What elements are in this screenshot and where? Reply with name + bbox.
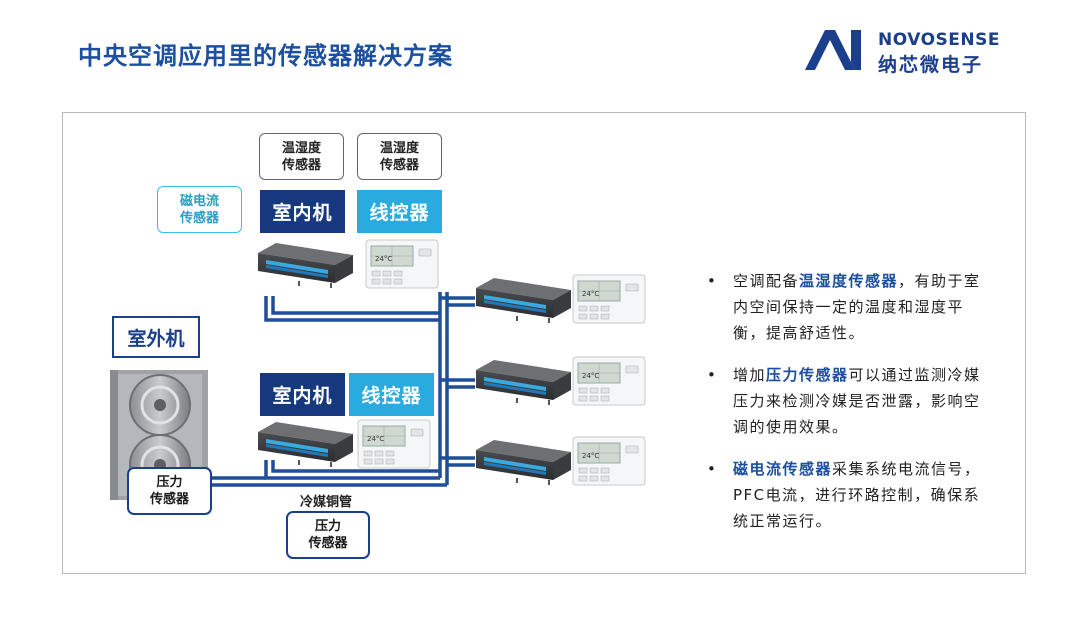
bullet-text: 可以通过监测冷媒压力来检测冷媒是否泄露，影响空调的使用效果。: [733, 366, 981, 436]
novosense-logo: NOVOSENSE 纳芯微电子: [803, 28, 1013, 76]
description-list: • 空调配备温湿度传感器，有助于室内空间保持一定的温度和湿度平衡，提高舒适性。 •…: [705, 268, 990, 550]
bullet-temp-humidity: • 空调配备温湿度传感器，有助于室内空间保持一定的温度和湿度平衡，提高舒适性。: [705, 268, 990, 346]
wire-controller-image-top: [365, 239, 439, 289]
bullet-text: 采集系统电流信号，PFC电流，进行环路控制，确保系统正常运行。: [733, 460, 981, 530]
pressure-sensor-label-outdoor: 压力 传感器: [127, 467, 212, 515]
bullet-highlight: 温湿度传感器: [799, 272, 899, 290]
bullet-dot-icon: •: [707, 366, 718, 384]
wire-controller-image-right-3: [572, 436, 646, 486]
controller-display-temp: 24°C: [582, 452, 599, 460]
bullet-pressure: • 增加压力传感器可以通过监测冷媒压力来检测冷媒是否泄露，影响空调的使用效果。: [705, 362, 990, 440]
indoor-unit-image-right-3: [476, 440, 571, 485]
logo-text-en: NOVOSENSE: [878, 30, 1000, 50]
outdoor-unit-label: 室外机: [112, 316, 200, 358]
wire-controller-image-right-2: [572, 356, 646, 406]
refrigerant-pipes: [210, 292, 475, 487]
bullet-text: 空调配备: [733, 272, 800, 290]
controller-display-temp: 24°C: [582, 372, 599, 380]
logo-text-cn: 纳芯微电子: [878, 54, 984, 76]
indoor-unit-image-right-1: [476, 278, 571, 323]
bullet-highlight: 压力传感器: [766, 366, 849, 384]
wire-controller-image-bottom: [357, 419, 431, 469]
bullet-text: 增加: [733, 366, 767, 384]
temp-humidity-sensor-label: 温湿度 传感器: [357, 133, 442, 180]
temp-humidity-sensor-label: 温湿度 传感器: [259, 133, 344, 180]
pressure-sensor-label-pipe: 压力 传感器: [286, 511, 370, 559]
indoor-unit-label-bottom: 室内机: [260, 373, 345, 416]
novosense-logo-icon: [805, 30, 861, 70]
indoor-unit-label-top: 室内机: [260, 190, 345, 233]
controller-display-temp: 24°C: [367, 435, 384, 443]
bullet-dot-icon: •: [707, 272, 718, 290]
controller-display-temp: 24°C: [582, 290, 599, 298]
indoor-unit-image-top: [258, 243, 353, 288]
refrigerant-pipe-label: 冷媒铜管: [300, 495, 353, 510]
page-title: 中央空调应用里的传感器解决方案: [78, 42, 453, 70]
wire-controller-label-bottom: 线控器: [349, 373, 434, 416]
indoor-unit-image-right-2: [476, 360, 571, 405]
wire-controller-label-top: 线控器: [357, 190, 442, 233]
controller-display-temp: 24°C: [375, 255, 392, 263]
bullet-dot-icon: •: [707, 460, 718, 478]
bullet-highlight: 磁电流传感器: [733, 460, 833, 478]
bullet-magnetic-current: • 磁电流传感器采集系统电流信号，PFC电流，进行环路控制，确保系统正常运行。: [705, 456, 990, 534]
bullet-text: ，有助于室内空间保持一定的温度和湿度平衡，提高舒适性。: [733, 272, 981, 342]
magnetic-current-sensor-label: 磁电流 传感器: [157, 186, 242, 233]
wire-controller-image-right-1: [572, 274, 646, 324]
